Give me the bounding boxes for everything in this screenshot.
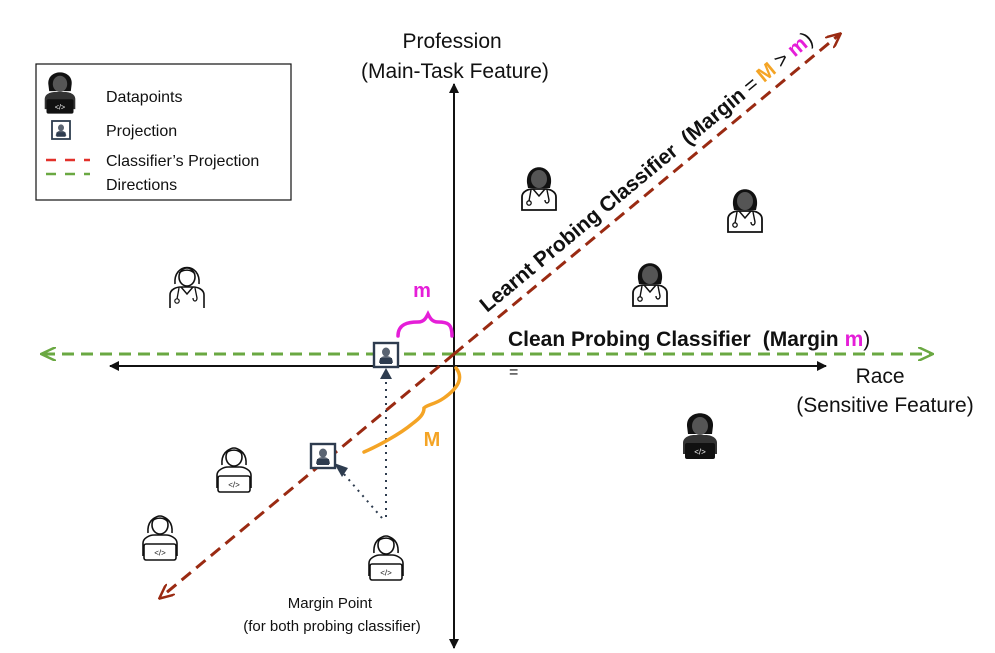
projection-icon <box>309 442 337 470</box>
projection-line-diagonal <box>336 465 383 519</box>
learnt-direction-up <box>453 34 840 356</box>
clean-stray-equals: = <box>509 364 518 381</box>
projection-icon <box>372 341 400 369</box>
small-margin-label: m <box>413 280 431 302</box>
doctor-person-icon <box>632 262 668 307</box>
large-margin-label: M <box>424 429 441 451</box>
projection-arrowhead <box>380 368 392 379</box>
projection-icon <box>51 120 71 140</box>
programmer-person-icon <box>683 413 717 459</box>
doctor-person-icon <box>727 188 763 233</box>
doctor-person-icon <box>169 266 205 309</box>
small-margin-brace <box>396 310 454 338</box>
y-axis-title: Profession (Main-Task Feature) <box>361 30 549 83</box>
legend-datapoints-label: Datapoints <box>106 89 183 106</box>
legend-directions-label: Classifier’s Projection Directions <box>106 153 264 194</box>
doctor-person-icon <box>521 166 557 211</box>
programmer-person-icon <box>216 447 252 493</box>
projection-arrowhead <box>334 463 348 477</box>
large-margin-brace <box>362 366 462 454</box>
legend: Datapoints Projection Classifier’s Proje… <box>35 63 292 201</box>
programmer-person-icon <box>142 515 178 561</box>
x-axis-title: Race (Sensitive Feature) <box>796 365 973 417</box>
learnt-direction-down <box>160 352 455 598</box>
margin-point-icon <box>368 535 404 581</box>
legend-projection-label: Projection <box>106 123 177 140</box>
margin-point-caption: Margin Point (for both probing classifie… <box>243 595 421 635</box>
